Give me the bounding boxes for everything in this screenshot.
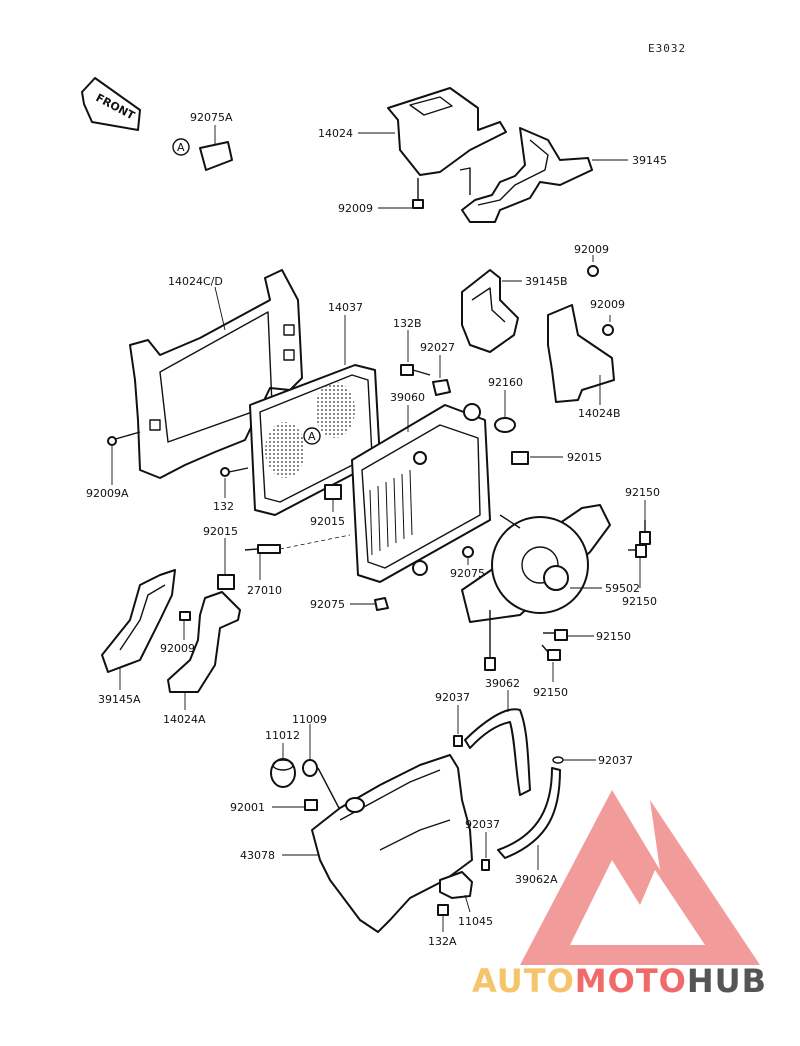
label-11012: 11012 [265, 729, 300, 742]
pad-92075A: A 92075A [172, 111, 233, 171]
label-92075-mid: 92075 [450, 567, 485, 580]
watermark-text: AUTOMOTOHUB [472, 962, 767, 1000]
watermark-logo-icon [520, 790, 760, 965]
label-92015-l: 92015 [203, 525, 238, 538]
label-92150-1: 92150 [625, 486, 660, 499]
label-92150-3: 92150 [596, 630, 631, 643]
label-14037: 14037 [328, 301, 363, 314]
label-92015-mid: 92015 [310, 515, 345, 528]
sensor-27010: 92015 27010 [203, 525, 351, 597]
bolt-92150-a [639, 520, 651, 545]
label-39145B: 39145B [525, 275, 568, 288]
label-92009-l: 92009 [160, 642, 195, 655]
label-11009: 11009 [292, 713, 327, 726]
label-39062: 39062 [485, 677, 520, 690]
label-92075A: 92075A [190, 111, 233, 124]
label-92015-r: 92015 [567, 451, 602, 464]
label-132B: 132B [393, 317, 422, 330]
bracket-39145B: 39145B [461, 269, 568, 353]
front-arrow-icon: FRONT [81, 77, 141, 131]
watermark-auto: AUTO [472, 962, 575, 1000]
bolt-92150-c [543, 629, 568, 641]
label-92009A: 92009A [86, 487, 129, 500]
label-92037-3: 92037 [465, 818, 500, 831]
callout-a-screen: A [308, 430, 316, 443]
reservoir-tank-43078: 92001 43078 92037 11045 132A [230, 754, 500, 948]
label-39145-top: 39145 [632, 154, 667, 167]
bracket-39145-top: 39145 [459, 127, 667, 223]
label-39062A: 39062A [515, 873, 558, 886]
hose-39062: 92037 39062 [435, 677, 531, 796]
label-92009-r2: 92009 [590, 298, 625, 311]
callout-a-left: A [177, 141, 185, 154]
label-59502: 59502 [605, 582, 640, 595]
label-92009-top: 92009 [338, 202, 373, 215]
diagram-code: E3032 [648, 42, 686, 55]
watermark-hub: HUB [686, 962, 768, 1000]
watermark-moto: MOTO [574, 962, 687, 1000]
cap-11012: 11012 11009 [265, 713, 341, 811]
label-14024-top: 14024 [318, 127, 353, 140]
label-14024CD: 14024C/D [168, 275, 223, 288]
label-92001: 92001 [230, 801, 265, 814]
label-39145A: 39145A [98, 693, 141, 706]
bolt-92150-b [628, 544, 647, 558]
label-92027: 92027 [420, 341, 455, 354]
label-92150-4: 92150 [533, 686, 568, 699]
label-132A: 132A [428, 935, 457, 948]
bracket-14024-top: 14024 92009 [318, 87, 507, 215]
label-92160: 92160 [488, 376, 523, 389]
bracket-14024A: 92009 14024A [160, 591, 241, 726]
bolt-92150-d [541, 644, 561, 661]
screen-14037: A 14037 132 [213, 301, 381, 516]
label-92009-r1: 92009 [574, 243, 609, 256]
bolt-132B: 132B [393, 317, 431, 376]
bracket-39145A: 39145A [98, 569, 176, 706]
label-14024A: 14024A [163, 713, 206, 726]
nut-92027: 92027 [420, 341, 455, 396]
label-92150-2: 92150 [622, 595, 657, 608]
bracket-14024B: 92009 92009 14024B [547, 243, 625, 420]
label-92037-1: 92037 [435, 691, 470, 704]
label-11045: 11045 [458, 915, 493, 928]
label-132: 132 [213, 500, 234, 513]
label-14024B: 14024B [578, 407, 621, 420]
label-92037-2: 92037 [598, 754, 633, 767]
fan-59502: 59502 92150 92150 92150 92150 [461, 486, 660, 699]
label-27010: 27010 [247, 584, 282, 597]
hose-39062A: 92037 39062A [497, 754, 633, 886]
radiator-fins [369, 469, 413, 556]
label-43078: 43078 [240, 849, 275, 862]
label-39060: 39060 [390, 391, 425, 404]
radiator-39060: 39060 92160 92015 92015 92075 92075 [310, 376, 602, 611]
label-92075-low: 92075 [310, 598, 345, 611]
